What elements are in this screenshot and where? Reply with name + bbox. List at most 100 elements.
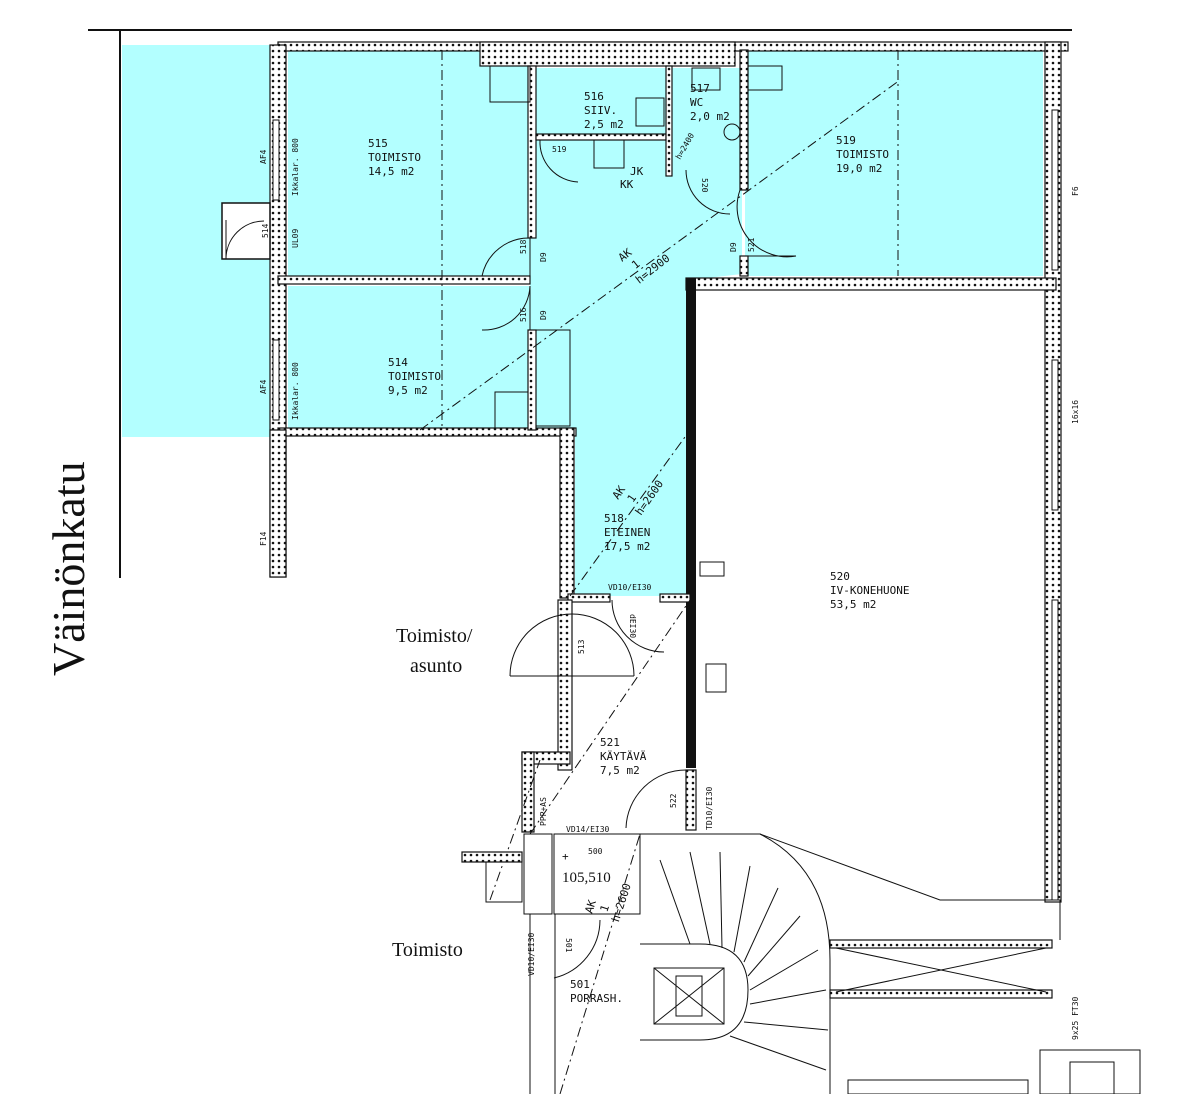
window-right-1 <box>1051 109 1059 271</box>
wall-ppp <box>521 751 535 833</box>
f6-label: F6 <box>1071 186 1080 196</box>
svg-text:514: 514 <box>388 356 408 369</box>
room-fills <box>122 45 1043 596</box>
svg-text:2,5 m2: 2,5 m2 <box>584 118 624 131</box>
svg-text:PORRASH.: PORRASH. <box>570 992 623 1005</box>
room-520-label: 520 IV-KONEHUONE 53,5 m2 <box>830 570 909 611</box>
wall-top-recess <box>479 41 736 67</box>
window-left-2 <box>272 339 280 421</box>
closet-514 <box>494 391 529 429</box>
svg-text:9,5 m2: 9,5 m2 <box>388 384 428 397</box>
wall-konehuone-left <box>686 278 696 768</box>
door-520-label: 520 <box>700 178 709 193</box>
room-518-label: 518 ETEINEN 17,5 m2 <box>604 512 650 553</box>
fixture-vanity <box>489 65 531 103</box>
td10-label: TD10/EI30 <box>705 786 714 830</box>
svg-text:7,5 m2: 7,5 m2 <box>600 764 640 777</box>
svg-text:TOIMISTO: TOIMISTO <box>368 151 421 164</box>
ppp-as-label: PPP+AS <box>539 797 548 826</box>
wall-corridor-left <box>527 65 537 239</box>
wall-eteinen-left <box>559 427 575 599</box>
ikkalar-label-b: Ikkalar. 800 <box>291 362 300 420</box>
svg-text:521: 521 <box>600 736 620 749</box>
room-501-label: 501 PORRASH. <box>570 978 623 1005</box>
svg-text:518: 518 <box>604 512 624 525</box>
fixture-siiv <box>635 97 665 127</box>
svg-text:h=2600: h=2600 <box>609 882 634 924</box>
svg-text:TOIMISTO: TOIMISTO <box>836 148 889 161</box>
vent-box <box>699 561 725 577</box>
closet-corridor <box>535 329 571 427</box>
legend-toimisto-asunto-line1: Toimisto/ <box>396 625 473 647</box>
svg-text:SIIV.: SIIV. <box>584 104 617 117</box>
door-521-label: 521 <box>747 237 756 252</box>
svg-text:515: 515 <box>368 137 388 150</box>
level-label: 105,510 <box>562 870 611 886</box>
door-vd10-label: VD10/EI30 <box>608 583 652 592</box>
wall-corridor-left-2 <box>527 329 537 431</box>
svg-text:IV-KONEHUONE: IV-KONEHUONE <box>830 584 909 597</box>
staircase <box>461 833 1141 1094</box>
door-501-label: 501 <box>564 938 573 953</box>
door-swings <box>481 139 797 979</box>
plus-mark: + <box>562 850 569 863</box>
door-vd14-label: VD14/EI30 <box>566 825 610 834</box>
svg-text:ETEINEN: ETEINEN <box>604 526 650 539</box>
ul09-label: UL09 <box>291 229 300 248</box>
ikkalar-label-a: Ikkalar. 800 <box>291 138 300 196</box>
room-516-label: 516 SIIV. 2,5 m2 <box>584 90 624 131</box>
door-519-label: 519 <box>552 145 567 154</box>
bay-window <box>221 202 271 260</box>
fixture-vanity-2 <box>747 65 783 91</box>
door-d9-b: D9 <box>729 242 738 252</box>
wall-eteinen-bottom-2 <box>659 593 691 603</box>
f14-label: F14 <box>259 531 268 546</box>
room-515-label: 515 TOIMISTO 14,5 m2 <box>368 137 421 178</box>
wc-cistern <box>691 67 721 91</box>
af4-label-b: AF4 <box>259 379 268 394</box>
room-519-label: 519 TOIMISTO 19,0 m2 <box>836 134 889 175</box>
svg-text:517: 517 <box>690 82 710 95</box>
legend-toimisto-asunto-line2: asunto <box>410 655 462 677</box>
wall-siiv-bottom <box>535 133 667 141</box>
wall-konehuone-top <box>685 277 1057 291</box>
svg-text:14,5 m2: 14,5 m2 <box>368 165 414 178</box>
window-right-2 <box>1051 359 1059 511</box>
af4-label-a: AF4 <box>259 149 268 164</box>
svg-text:17,5 m2: 17,5 m2 <box>604 540 650 553</box>
wc-bowl <box>723 123 741 141</box>
sink-siiv <box>593 139 625 169</box>
kk-label: KK <box>620 178 634 191</box>
section-lines <box>419 50 901 1094</box>
f9x25-label: 9x25 FT30 <box>1071 996 1080 1040</box>
svg-text:520: 520 <box>830 570 850 583</box>
street-name: Väinönkatu <box>43 461 94 676</box>
svg-text:1: 1 <box>598 903 612 913</box>
svg-text:AK: AK <box>582 898 599 915</box>
door-d9-c: D9 <box>539 310 548 320</box>
door-ei30-label: dEI30 <box>628 614 637 638</box>
legend-toimisto: Toimisto <box>392 939 463 961</box>
svg-text:KÄYTÄVÄ: KÄYTÄVÄ <box>600 750 647 763</box>
room-514-label: 514 TOIMISTO 9,5 m2 <box>388 356 441 397</box>
door-d9-a: D9 <box>539 252 548 262</box>
room-517-label: 517 WC 2,0 m2 <box>690 82 730 123</box>
window-right-3 <box>1051 599 1059 901</box>
svg-text:2,0 m2: 2,0 m2 <box>690 110 730 123</box>
door-514-label: 514 <box>261 223 270 238</box>
wall-corridor-right <box>685 769 697 831</box>
dim-16x16-label: 16x16 <box>1071 400 1080 424</box>
svg-text:WC: WC <box>690 96 703 109</box>
wall-eteinen-bottom <box>567 593 611 603</box>
svg-text:519: 519 <box>836 134 856 147</box>
wall-wc-right <box>739 49 749 191</box>
sink-konehuone <box>705 663 727 693</box>
wall-left-lower <box>269 429 287 578</box>
svg-text:53,5 m2: 53,5 m2 <box>830 598 876 611</box>
jk-label: JK <box>630 165 644 178</box>
door-518-label: 518 <box>519 239 528 254</box>
svg-text:19,0 m2: 19,0 m2 <box>836 162 882 175</box>
wall-513-right <box>557 599 573 771</box>
door-513-label: 513 <box>577 639 586 654</box>
